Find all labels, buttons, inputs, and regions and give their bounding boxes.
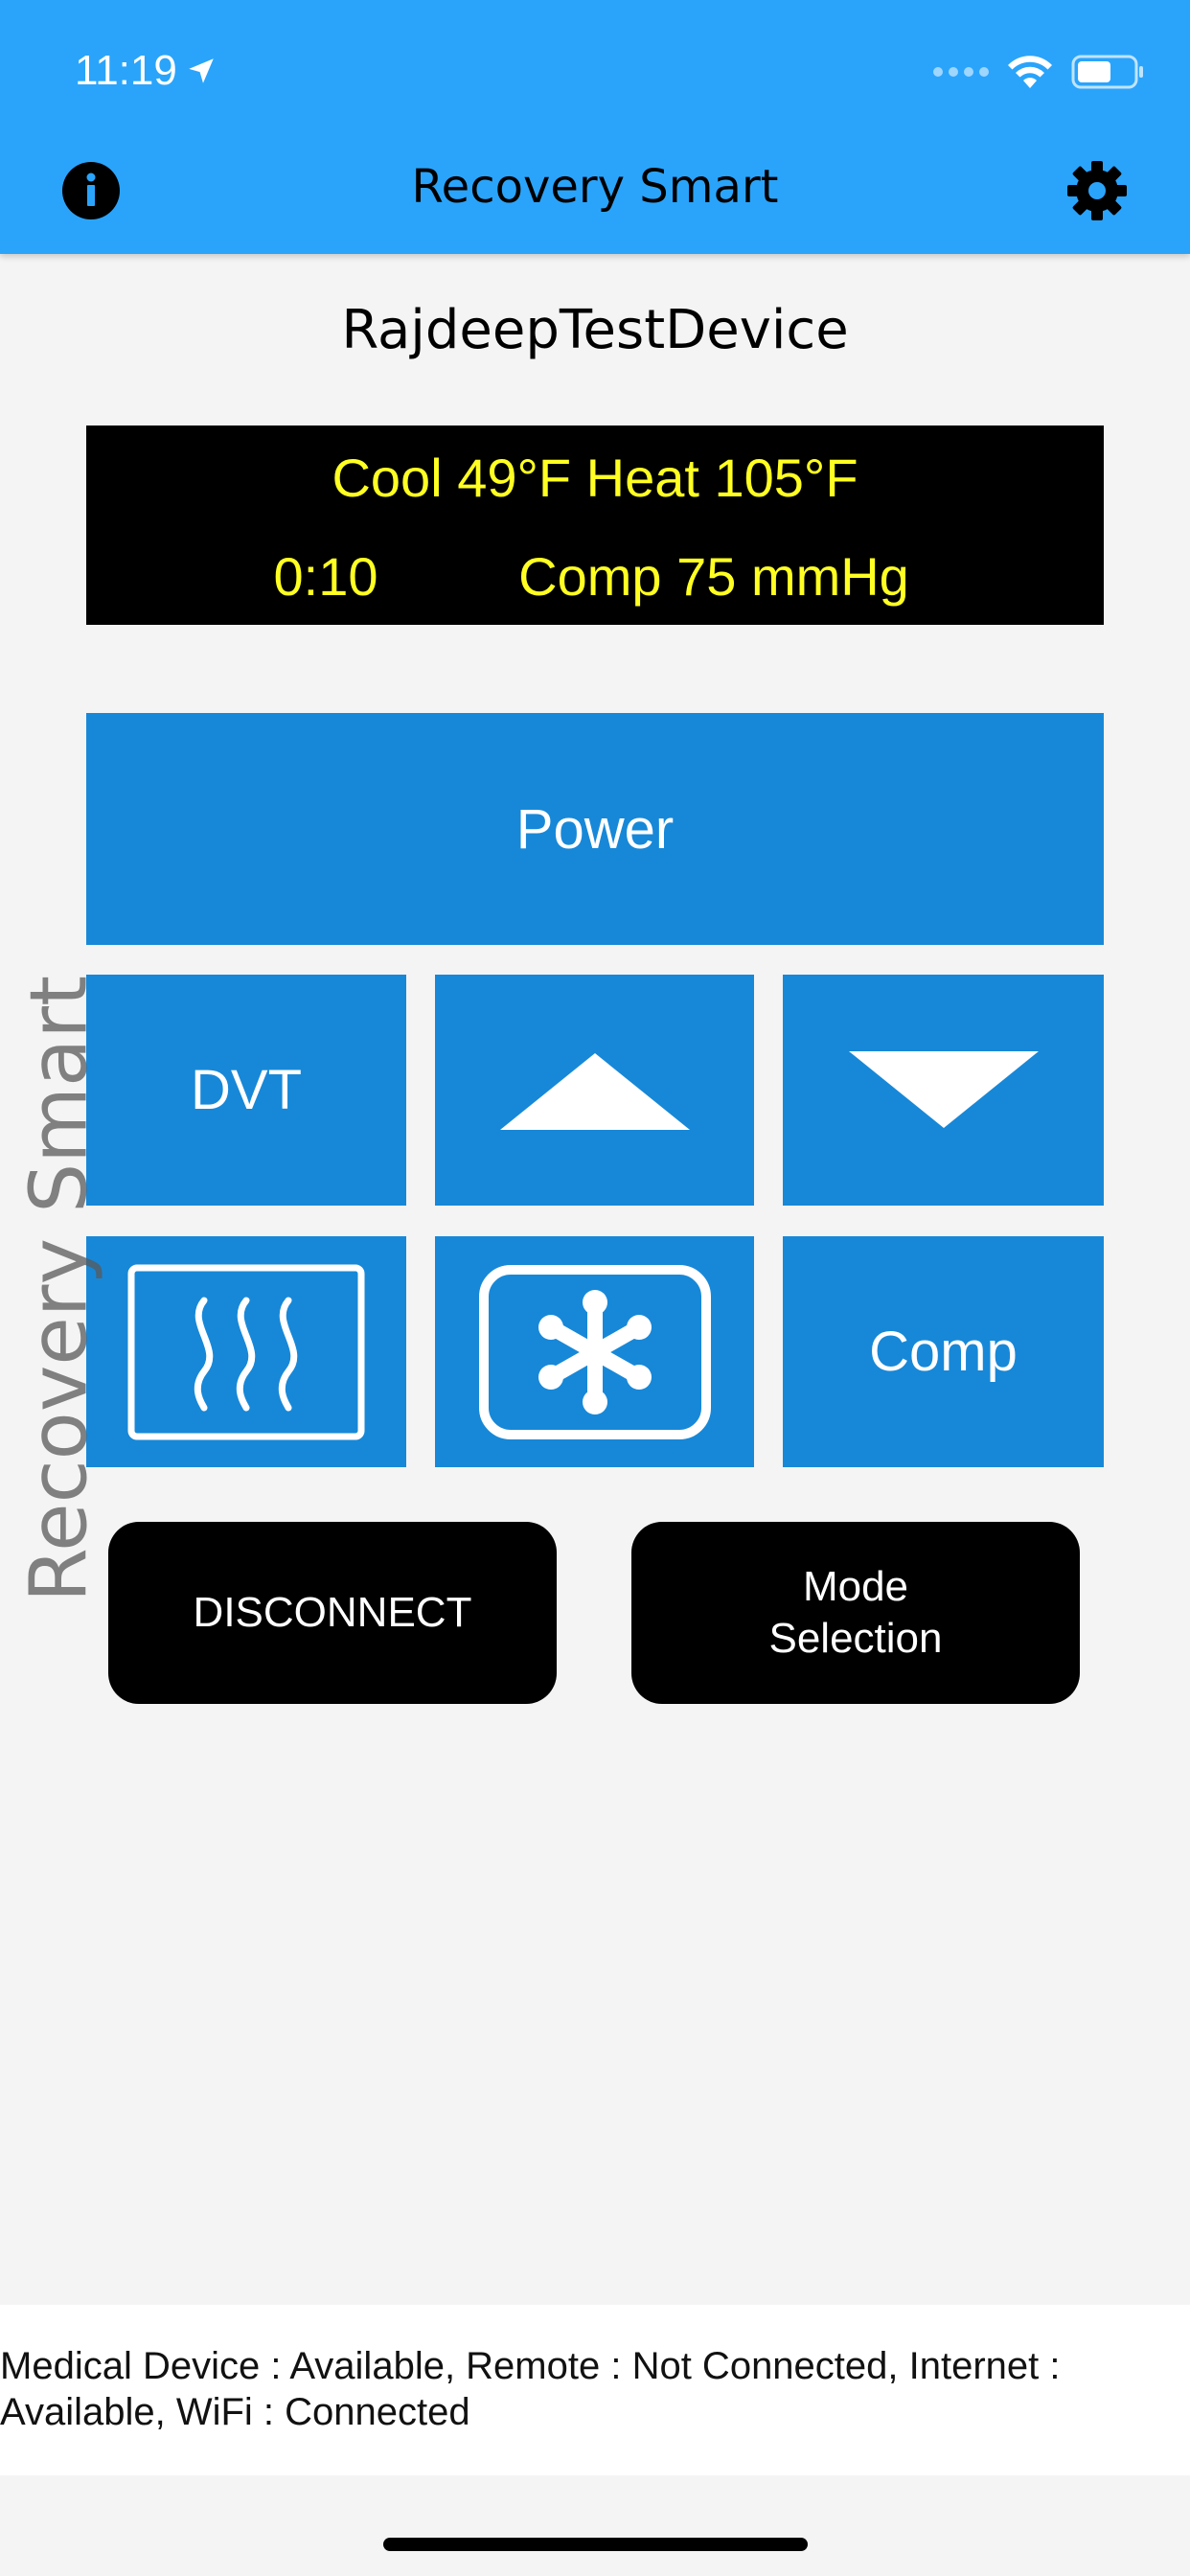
mode-selection-button-label: Mode Selection: [768, 1563, 943, 1662]
status-time: 11:19: [75, 42, 217, 100]
disconnect-button[interactable]: DISCONNECT: [108, 1522, 557, 1704]
location-arrow-icon: [189, 58, 214, 83]
temperature-readout: Cool 49°F Heat 105°F: [332, 448, 858, 508]
info-button[interactable]: [61, 161, 121, 220]
dvt-button-label: DVT: [191, 1059, 302, 1121]
compression-readout: Comp 75 mmHg: [518, 546, 909, 607]
settings-button[interactable]: [1065, 159, 1129, 222]
timer-readout: 0:10: [273, 546, 378, 607]
decrease-button[interactable]: [783, 975, 1104, 1206]
app-header: [0, 0, 1190, 254]
disconnect-button-label: DISCONNECT: [193, 1589, 472, 1636]
triangle-up-icon: [499, 1052, 690, 1130]
battery-icon: [1071, 55, 1143, 89]
connection-status-bar: [0, 2305, 1190, 2475]
device-name: RajdeepTestDevice: [341, 299, 849, 361]
page-title: Recovery Smart: [411, 160, 779, 214]
info-icon: [62, 162, 120, 219]
dvt-button[interactable]: DVT: [86, 975, 406, 1206]
compression-button[interactable]: Comp: [783, 1236, 1104, 1467]
heat-button[interactable]: [86, 1236, 406, 1467]
home-indicator[interactable]: [383, 2538, 808, 2551]
status-time-label: 11:19: [75, 47, 177, 94]
heat-icon: [127, 1264, 365, 1439]
compression-button-label: Comp: [869, 1321, 1018, 1383]
side-label-text: Recovery Smart: [13, 975, 105, 1603]
cool-button[interactable]: [435, 1236, 754, 1467]
triangle-down-icon: [848, 1050, 1039, 1128]
mode-selection-button[interactable]: Mode Selection: [631, 1522, 1080, 1704]
wifi-icon: [1008, 56, 1052, 88]
status-display: [86, 426, 1104, 625]
snowflake-icon: [478, 1264, 711, 1439]
increase-button[interactable]: [435, 975, 754, 1206]
cellular-signal-icon: [933, 67, 989, 77]
power-button[interactable]: Power: [86, 713, 1104, 945]
power-button-label: Power: [515, 797, 675, 861]
status-icons: [933, 48, 1146, 96]
gear-icon: [1067, 161, 1127, 220]
connection-status-text: Medical Device : Available, Remote : Not…: [0, 2345, 1061, 2433]
